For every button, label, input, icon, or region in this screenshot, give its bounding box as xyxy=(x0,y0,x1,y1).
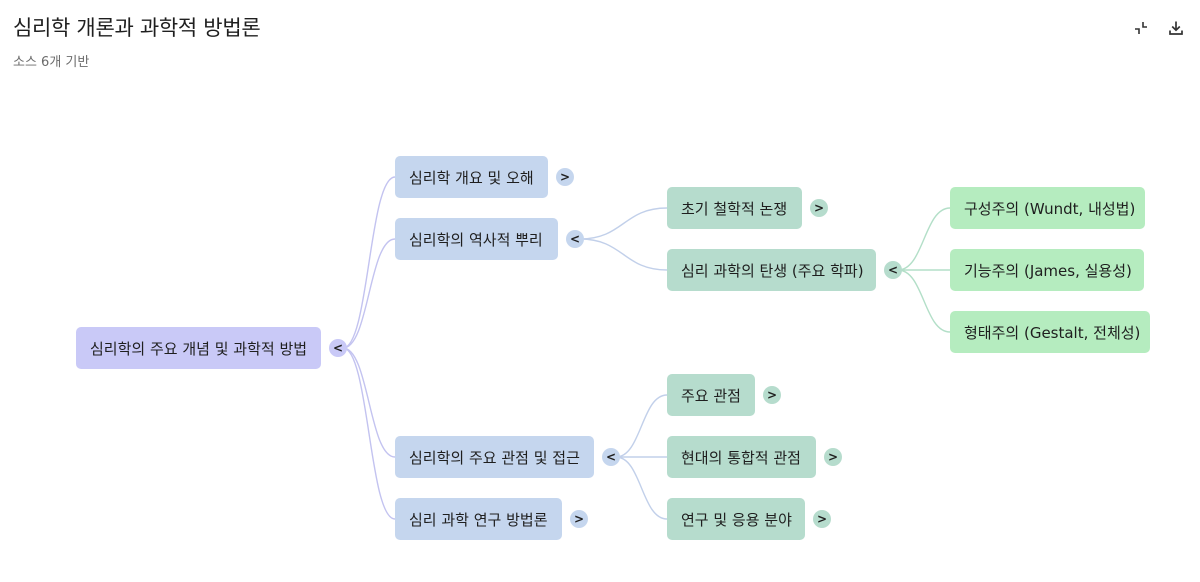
subtopic-node-perspective-3[interactable]: 연구 및 응용 분야 xyxy=(667,498,805,540)
node-label: 심리학의 주요 관점 및 접근 xyxy=(409,448,580,467)
node-label: 현대의 통합적 관점 xyxy=(681,448,801,467)
edge-root-to-l1 xyxy=(342,347,396,458)
leaf-node-school-2[interactable]: 기능주의 (James, 실용성) xyxy=(950,249,1144,291)
collapse-toggle-history-2[interactable]: < xyxy=(884,261,902,279)
node-label: 초기 철학적 논쟁 xyxy=(681,199,788,218)
download-icon[interactable] xyxy=(1164,16,1188,40)
subtopic-node-perspective-1[interactable]: 주요 관점 xyxy=(667,374,755,416)
branch-node-3[interactable]: 심리학의 주요 관점 및 접근 xyxy=(395,436,594,478)
expand-toggle-perspective-1[interactable]: > xyxy=(763,386,781,404)
expand-toggle-perspective-3[interactable]: > xyxy=(813,510,831,528)
node-label: 심리학의 주요 개념 및 과학적 방법 xyxy=(90,339,308,358)
expand-toggle-branch-1[interactable]: > xyxy=(556,168,574,186)
node-label: 형태주의 (Gestalt, 전체성) xyxy=(964,323,1141,342)
node-label: 심리 과학 연구 방법론 xyxy=(409,510,548,529)
edge-root-to-l1 xyxy=(342,238,396,349)
page-title: 심리학 개론과 과학적 방법론 xyxy=(13,16,261,40)
edge-l1-to-l2 xyxy=(579,238,668,271)
collapse-toggle-branch-3[interactable]: < xyxy=(602,448,620,466)
node-label: 주요 관점 xyxy=(681,386,741,405)
branch-node-4[interactable]: 심리 과학 연구 방법론 xyxy=(395,498,562,540)
node-label: 연구 및 응용 분야 xyxy=(681,510,792,529)
edge-l2-to-l3 xyxy=(897,207,951,271)
branch-node-1[interactable]: 심리학 개요 및 오해 xyxy=(395,156,548,198)
edge-l2-to-l3 xyxy=(897,269,951,333)
subtopic-node-history-1[interactable]: 초기 철학적 논쟁 xyxy=(667,187,802,229)
branch-node-2[interactable]: 심리학의 역사적 뿌리 xyxy=(395,218,558,260)
node-label: 심리 과학의 탄생 (주요 학파) xyxy=(681,261,864,280)
node-label: 구성주의 (Wundt, 내성법) xyxy=(964,199,1136,218)
expand-toggle-branch-4[interactable]: > xyxy=(570,510,588,528)
node-label: 기능주의 (James, 실용성) xyxy=(964,261,1132,280)
node-label: 심리학 개요 및 오해 xyxy=(409,168,534,187)
subtopic-node-history-2[interactable]: 심리 과학의 탄생 (주요 학파) xyxy=(667,249,876,291)
subtopic-node-perspective-2[interactable]: 현대의 통합적 관점 xyxy=(667,436,816,478)
root-collapse-toggle[interactable]: < xyxy=(329,339,347,357)
expand-toggle-perspective-2[interactable]: > xyxy=(824,448,842,466)
source-count: 소스 6개 기반 xyxy=(13,55,90,70)
collapse-arrows-icon[interactable] xyxy=(1129,16,1153,40)
edge-root-to-l1 xyxy=(342,347,396,520)
expand-toggle-history-1[interactable]: > xyxy=(810,199,828,217)
edge-l1-to-l2 xyxy=(615,456,668,520)
edge-root-to-l1 xyxy=(342,176,396,349)
leaf-node-school-1[interactable]: 구성주의 (Wundt, 내성법) xyxy=(950,187,1145,229)
root-node[interactable]: 심리학의 주요 개념 및 과학적 방법 xyxy=(76,327,321,369)
node-label: 심리학의 역사적 뿌리 xyxy=(409,230,543,249)
edge-l1-to-l2 xyxy=(615,394,668,458)
leaf-node-school-3[interactable]: 형태주의 (Gestalt, 전체성) xyxy=(950,311,1150,353)
collapse-toggle-branch-2[interactable]: < xyxy=(566,230,584,248)
edge-l1-to-l2 xyxy=(579,207,668,240)
